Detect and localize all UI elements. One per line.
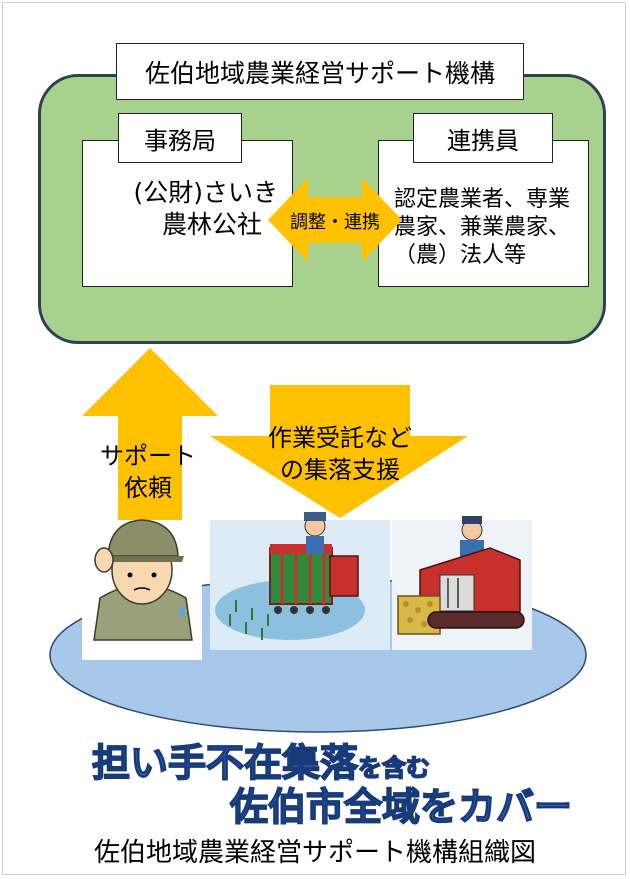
slogan-line2-text: 佐伯市全域をカバー	[229, 784, 573, 830]
slogan-line1-main: 担い手不在集落	[91, 740, 359, 786]
secretariat-label: 事務局	[118, 113, 242, 163]
support-request-arrow	[82, 348, 218, 520]
secretariat-name: (公財)さいき 農林公社	[98, 177, 278, 241]
secretariat-panel	[82, 140, 293, 287]
members-line2: 農家、兼業農家、	[394, 215, 571, 241]
members-line3: （農）法人等	[394, 243, 527, 269]
combine-harvester-illustration	[392, 516, 532, 650]
secretariat-name-line2: 農林公社	[161, 210, 262, 239]
slogan-line2: 佐伯市全域をカバー	[229, 776, 573, 831]
coordination-double-arrow	[268, 178, 402, 262]
members-description: 認定農業者、専業 農家、兼業農家、 （農）法人等	[394, 186, 584, 270]
members-label: 連携員	[413, 113, 553, 163]
community-support-label-line1: 作業受託など	[268, 424, 412, 452]
community-support-label-line2: の集落支援	[280, 456, 400, 484]
members-panel	[378, 140, 589, 287]
slogan-line1-suffix: を含む	[357, 753, 431, 783]
rice-planter-illustration	[210, 512, 390, 650]
farmer-illustration	[82, 519, 202, 660]
slogan-line1: 担い手不在集落を含む	[91, 732, 431, 787]
secretariat-name-line1: (公財)さいき	[133, 178, 278, 207]
support-request-label-line1: サポート	[100, 442, 196, 470]
support-request-label-line2: 依頼	[124, 474, 172, 502]
members-line1: 認定農業者、専業	[394, 187, 571, 212]
diagram-caption: 佐伯地域農業経営サポート機構組織図	[93, 838, 536, 868]
organization-title: 佐伯地域農業経営サポート機構	[116, 43, 524, 100]
community-support-arrow	[210, 385, 468, 518]
coordination-label: 調整・連携	[290, 212, 380, 233]
